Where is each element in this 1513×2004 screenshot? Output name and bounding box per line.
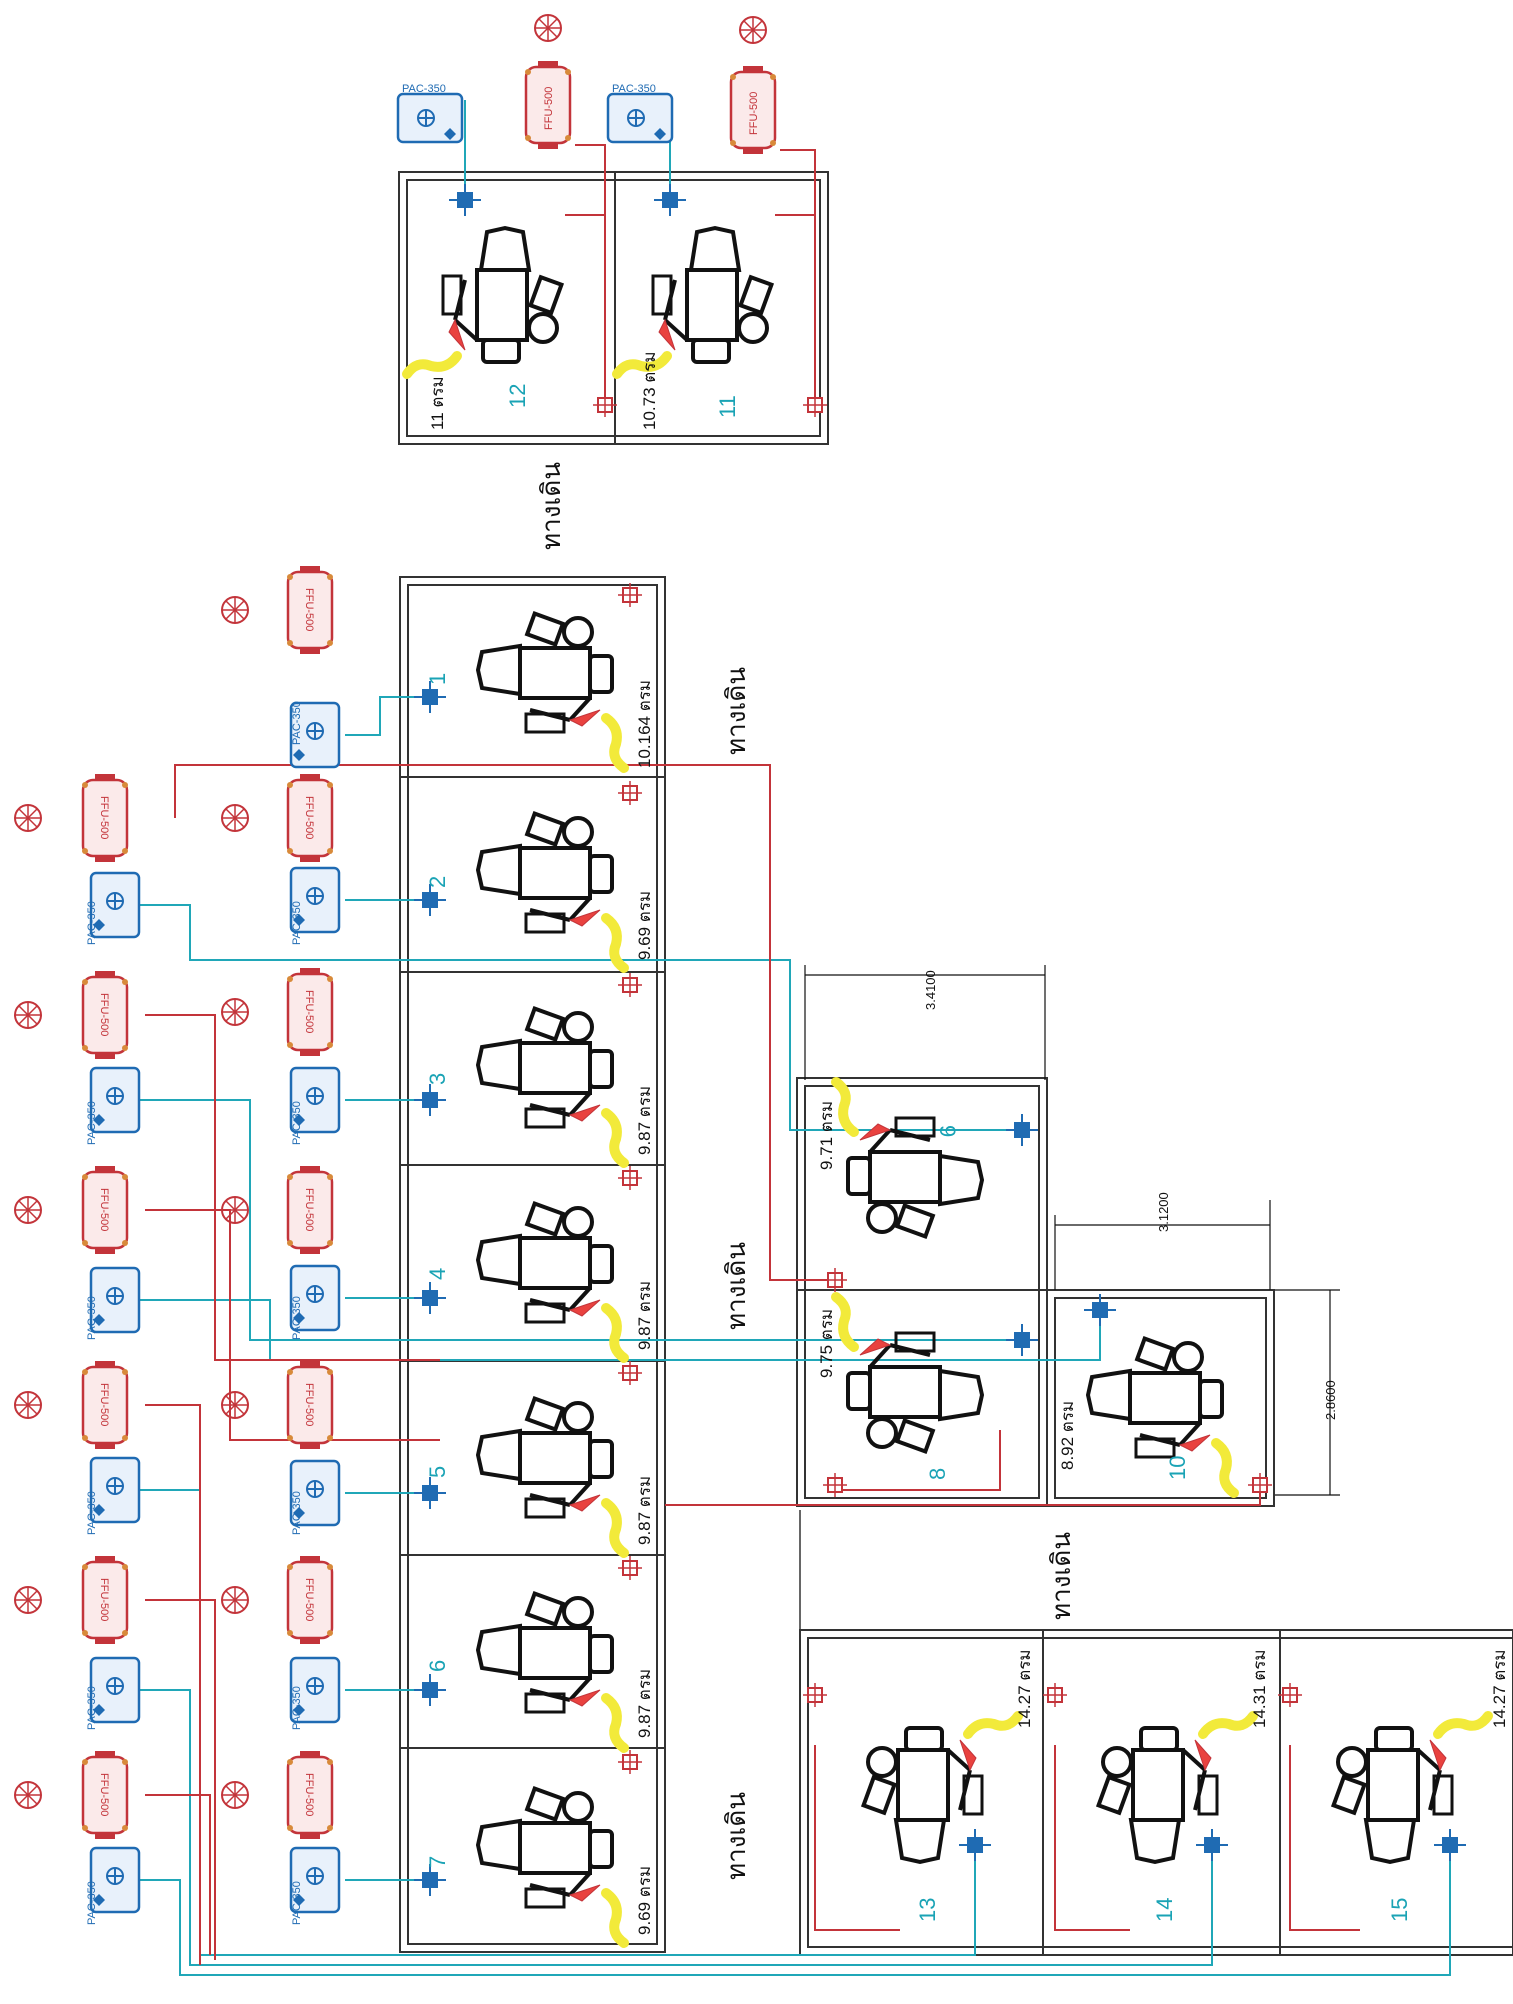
room-number: 1	[425, 673, 450, 685]
walkway-label: ทางเดิน	[536, 462, 566, 550]
walkway-label: ทางเดิน	[721, 667, 751, 755]
pac-label: PAC-350	[86, 1101, 98, 1145]
room-area: 9.87 ตรม	[635, 1669, 654, 1738]
pac-label: PAC-350	[86, 1296, 98, 1340]
ffu-label: FFU-500	[303, 1578, 315, 1621]
ffu-label: FFU-500	[98, 993, 110, 1036]
ffu-label: FFU-500	[303, 990, 315, 1033]
pac-label: PAC-350	[291, 1296, 303, 1340]
room-area: 9.71 ตรม	[817, 1101, 836, 1170]
ffu-label: FFU-500	[303, 1188, 315, 1231]
room-area: 9.69 ตรม	[635, 891, 654, 960]
ffu-label: FFU-500	[303, 588, 315, 631]
room-number: 10	[1165, 1456, 1190, 1480]
ffu-label: FFU-500	[303, 1383, 315, 1426]
room-areas: 10.164 ตรม 9.69 ตรม 9.87 ตรม 9.87 ตรม 9.…	[428, 351, 1509, 1935]
ffu-label: FFU-500	[543, 87, 555, 130]
ffu-label: FFU-500	[98, 1773, 110, 1816]
ffu-label: FFU-500	[303, 796, 315, 839]
pac-label: PAC-350	[86, 1881, 98, 1925]
room-area: 10.164 ตรม	[635, 680, 654, 768]
walkway-label: ทางเดิน	[721, 1242, 751, 1330]
pac-label: PAC-350	[291, 901, 303, 945]
room-number: 14	[1152, 1898, 1177, 1922]
ffu-label: FFU-500	[748, 92, 760, 135]
walkway-label: ทางเดิน	[721, 1792, 751, 1880]
pac-label: PAC-350	[612, 83, 656, 95]
room-number: 9	[935, 1125, 960, 1137]
room-number: 3	[425, 1073, 450, 1085]
ffu-label: FFU-500	[98, 1383, 110, 1426]
room-number: 7	[425, 1856, 450, 1868]
room-number: 4	[425, 1268, 450, 1280]
ffu-label: FFU-500	[98, 1188, 110, 1231]
room-walls	[398, 171, 1513, 1956]
exhaust-grilles	[592, 392, 1303, 1775]
dimension-lines	[804, 965, 1340, 1496]
pac-label: PAC-350	[291, 1491, 303, 1535]
room-area: 9.69 ตรม	[635, 1866, 654, 1935]
pac-label: PAC-350	[86, 901, 98, 945]
room-numbers: 1 2 3 4 5 6 7 8 9 10 11 12 13 14 15	[425, 384, 1412, 1922]
room-number: 6	[425, 1660, 450, 1672]
room-area: 9.87 ตรม	[635, 1476, 654, 1545]
dimension-label: 3.4100	[923, 970, 938, 1010]
dimension-texts: 3.4100 3.1200 2.8600	[923, 970, 1338, 1420]
pac-label: PAC-350	[86, 1491, 98, 1535]
room-number: 15	[1387, 1898, 1412, 1922]
dimension-label: 3.1200	[1156, 1192, 1171, 1232]
room-number: 11	[715, 395, 740, 418]
room-area: 9.75 ตรม	[817, 1309, 836, 1378]
room-number: 8	[925, 1468, 950, 1480]
room-number: 5	[425, 1466, 450, 1478]
equipment-top	[396, 14, 778, 156]
room-area: 10.73 ตรม	[640, 351, 659, 430]
room-area: 11 ตรม	[428, 376, 447, 430]
equipment-labels: PAC-350 PAC-350 FFU-500 FFU-500 PAC-350 …	[86, 83, 760, 1925]
room-area: 9.87 ตรม	[635, 1086, 654, 1155]
pac-label: PAC-350	[291, 1881, 303, 1925]
ffu-label: FFU-500	[98, 796, 110, 839]
pac-label: PAC-350	[86, 1686, 98, 1730]
room-area: 9.87 ตรม	[635, 1281, 654, 1350]
dimension-label: 2.8600	[1323, 1380, 1338, 1420]
equipment-outer-column	[14, 772, 141, 1914]
pac-label: PAC-350	[291, 1101, 303, 1145]
ffu-label: FFU-500	[98, 1578, 110, 1621]
walkway-label: ทางเดิน	[1046, 1532, 1076, 1620]
room-area: 8.92 ตรม	[1058, 1401, 1077, 1470]
walkway-labels: ทางเดิน ทางเดิน ทางเดิน ทางเดิน ทางเดิน	[536, 462, 1076, 1880]
room-number: 12	[505, 384, 530, 408]
room-area: 14.27 ตรม	[1490, 1649, 1509, 1728]
pac-label: PAC-350	[402, 83, 446, 95]
equipment-inner-column	[221, 564, 341, 1914]
pac-label: PAC-350	[291, 701, 303, 745]
ffu-label: FFU-500	[303, 1773, 315, 1816]
room-number: 2	[425, 876, 450, 888]
room-area: 14.31 ตรม	[1250, 1649, 1269, 1728]
room-area: 14.27 ตรม	[1015, 1649, 1034, 1728]
pac-label: PAC-350	[291, 1686, 303, 1730]
room-number: 13	[915, 1898, 940, 1922]
